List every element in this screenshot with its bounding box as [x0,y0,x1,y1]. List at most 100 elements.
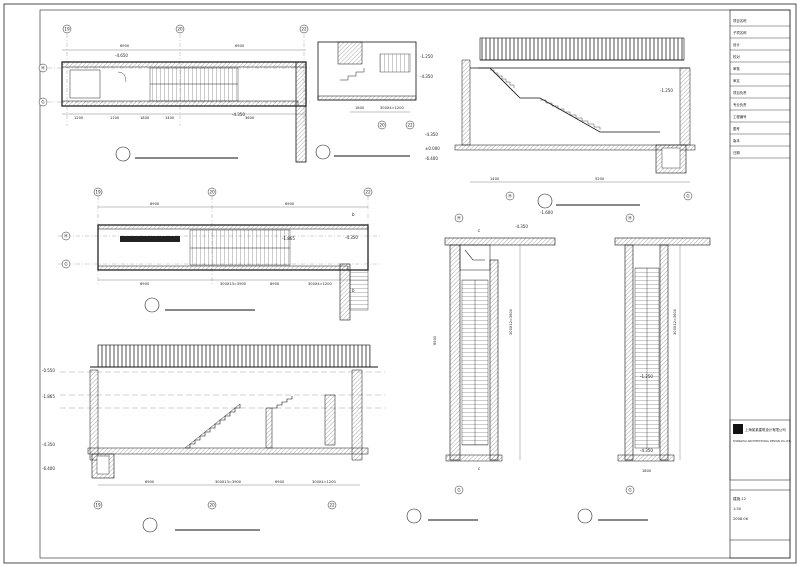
drawing-scale: 1:50 [733,507,742,511]
sectionc-dim: 6900 [433,335,437,345]
sectiond-title-bubble [577,508,593,524]
plan3-level: -1.250 [420,54,433,59]
plan3-level: -4.350 [420,74,433,79]
plan2-grid-bubble: 19 [95,190,101,195]
title-block-row-label: 专业负责 [733,102,747,107]
title-block-row-label: 日期 [733,150,740,155]
sectionb-level: -6.400 [425,156,438,161]
plan2-level: -4.350 [345,235,358,240]
plan2-section-mark: b [352,288,355,293]
plan1-dim: 1200 [74,116,84,120]
sectiona-dim: 6900 [145,480,155,484]
sectionb-dim: 5200 [595,177,605,181]
plan1-grid-bubble: H [41,66,44,71]
plan1-dim: 1400 [165,116,175,120]
sectionb-title-bubble [537,193,553,209]
title-block-row-label: 审定 [733,78,740,83]
plan2-dim: 6900 [285,202,295,206]
plan2-dim: 6900 [150,202,160,206]
company-name-cn: 上海某某建筑设计有限公司 [745,427,786,432]
plan3-title-bubble [315,144,331,160]
plan2-stair [189,229,291,266]
outer-border [3,3,797,564]
company-logo [733,424,743,434]
sectionb-level: -4.350 [425,132,438,137]
sectiona-grid-bubble: 20 [209,503,215,508]
plan1-stair [149,67,239,102]
sectionc-mark: c [478,228,480,233]
plan2-level: -1.865 [282,236,295,241]
sectionc-dim: 300X12=3600 [509,308,513,335]
sectiond-level: -4.350 [640,448,653,453]
sectiond-grid-bubble: H [628,216,631,221]
title-block-row-label: 设计 [733,42,740,47]
plan1-dim: 3600 [245,116,255,120]
sectiona-title-bubble [142,517,158,533]
sectionb-grid-bubble: G [686,194,689,199]
plan2-grid-bubble: G [64,262,67,267]
title-block-row-label: 子项名称 [733,30,747,35]
plan2-dim: 300X4=1200 [308,282,332,286]
company-name-en: SHANGHAI ARCHITECTURAL DESIGN CO.,LTD. [733,439,792,443]
title-block-row-label: 工程编号 [733,114,747,119]
sectionb-grid-bubble: H [508,194,511,199]
drawing-date: 2008.06 [733,517,749,521]
sectiona-level: -1.865 [42,394,55,399]
plan1-grid-bubble: 19 [64,27,70,32]
sectionc-grid-bubble: G [457,488,460,493]
sectiona-dim: 6900 [275,480,285,484]
section-b: 1400 5200 ±0.000 -1.250 -4.350 -6.400 H … [425,37,696,209]
title-block-row-label: 项目名称 [733,18,747,23]
sectiona-level: -6.400 [42,466,55,471]
plan1-dim: 1100 [110,116,120,120]
title-block-row-label: 图号 [733,126,740,131]
title-block-row-label: 版本 [733,138,740,143]
plan-1: 6900 6900 1200 1100 1800 1400 3600 -4.65… [38,24,310,163]
section-d: 300X12=3600 1800 -1.250 -4.350 H G [577,213,711,524]
plan2-dim: 300X13=3900 [220,282,247,286]
sectiona-level: -4.350 [42,442,55,447]
sectionc-mark: c [478,466,480,471]
plan2-grid-bubble: 20 [209,190,215,195]
sectiona-dim: 300X13=3900 [215,480,242,484]
plan3-stair [379,53,411,73]
plan2-grid-bubble: H [64,234,67,239]
plan2-dim: 6900 [140,282,150,286]
sectiona-grid-bubble: 22 [329,503,335,508]
plan3-dim: 1800 [355,106,365,110]
plan3-grid-bubble: 20 [379,123,385,128]
sectiona-stair [185,404,241,449]
plan1-grid-bubble: 22 [301,27,307,32]
plan1-grid-bubble: 20 [177,27,183,32]
plan1-dim: 6900 [235,44,245,48]
sectionb-railing [479,37,685,61]
title-block-row-label: 审核 [733,66,740,71]
sectionc-grid-bubble: H [457,216,460,221]
title-block-row-label: 校对 [733,54,740,59]
sectiona-railing [97,344,371,368]
sectionb-dim: 1400 [490,177,500,181]
plan2-title-bubble [144,297,160,313]
plan-3: 1800 300X4=1200 -1.250 -4.350 20 22 [315,41,433,160]
plan1-room [69,69,101,99]
plan2-section-mark: b [352,212,355,217]
sectiona-level: -0.550 [42,368,55,373]
drawing-number: 建施-12 [733,496,746,501]
plan2-grating [120,236,180,242]
sectionc-level: -4.350 [515,224,528,229]
sectiond-dim: 1800 [642,469,652,473]
plan1-level: -4.350 [232,112,245,117]
sectiond-dim: 300X12=3600 [673,308,677,335]
sectionb-stair-line [470,67,660,133]
plan1-title-bubble [115,146,131,162]
plan1-grid-bubble: G [41,100,44,105]
plan1-dim: 6900 [120,44,130,48]
plan2-dim: 6900 [270,282,280,286]
sectionc-title-bubble [406,508,422,524]
section-c: 300X12=3600 6900 -1.600 -4.350 c c H G [406,210,556,524]
plan-2: 6900 6900 6900 300X13=3900 6900 300X4=12… [58,187,380,321]
